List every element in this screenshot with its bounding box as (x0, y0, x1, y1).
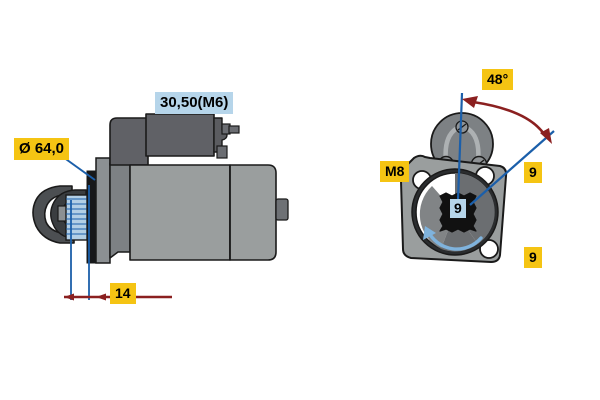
rotation-direction-arrow (426, 229, 483, 251)
front-flange-plate (95, 157, 111, 264)
angle-arc-arrow-right (540, 128, 552, 144)
bore-shaded-sector-lower (441, 212, 478, 252)
drive-end-housing (109, 162, 131, 259)
solenoid-screw-top-slot (457, 123, 467, 131)
side-view-group (32, 113, 289, 301)
solenoid-barrel (145, 113, 215, 157)
dimension-arrow-right (96, 293, 106, 301)
callout-diameter: Ø 64,0 (14, 138, 70, 160)
callout-teeth-pinion: 9 (450, 199, 466, 218)
angle-arc-48 (472, 100, 546, 135)
callout-terminal-bolt: 30,50(M6) (155, 92, 234, 114)
pinion-gear-body (65, 194, 88, 241)
callout-thread-m8: M8 (380, 161, 410, 182)
callout-teeth-right: 9 (524, 162, 542, 183)
terminal-stud-upper-tip (228, 125, 240, 134)
commutator-end-housing (229, 164, 277, 261)
terminal-stud-lower (216, 145, 228, 159)
rear-terminal-boss (275, 198, 289, 221)
pinion-gear-teeth-hatch (66, 198, 87, 235)
flange-hole-bottom-right (479, 239, 499, 259)
callout-teeth-bottom: 9 (524, 247, 542, 268)
dimension-arrow-left (64, 293, 74, 301)
motor-barrel (129, 164, 231, 261)
callout-length-14: 14 (110, 283, 136, 304)
solenoid-housing (109, 117, 149, 166)
callout-angle: 48° (482, 69, 514, 90)
rotation-arrow-head (423, 226, 436, 240)
angle-reference-line-vertical (456, 92, 464, 201)
angle-reference-line-slanted (469, 130, 555, 206)
angle-arc-arrow-left (462, 96, 478, 108)
diameter-leader-line (62, 156, 96, 181)
